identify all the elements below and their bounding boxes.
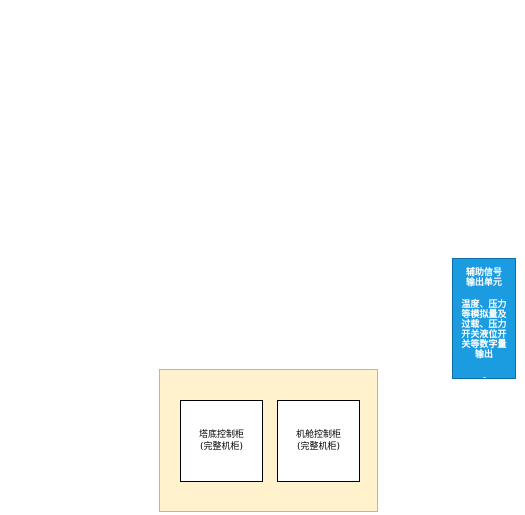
aux-unit-title-line2: 输出单元 — [465, 278, 502, 288]
aux-unit-desc-line6: 输出 — [474, 350, 493, 360]
tower-base-cabinet: 塔底控制柜 (完整机柜) — [180, 400, 263, 482]
aux-unit-desc-line1: 温度、压力 — [461, 300, 507, 310]
nacelle-cabinet-name: 机舱控制柜 — [295, 430, 341, 440]
tower-base-cabinet-note: (完整机柜) — [199, 442, 244, 452]
aux-unit-desc-line5: 关等数字量 — [461, 340, 507, 350]
nacelle-cabinet-note: (完整机柜) — [296, 442, 341, 452]
nacelle-cabinet: 机舱控制柜 (完整机柜) — [277, 400, 360, 482]
aux-unit-desc-line2: 等模拟量及 — [461, 310, 507, 320]
aux-unit-description: 温度、压力 等模拟量及 过载、压力 开关液位开 关等数字量 输出 — [453, 300, 515, 360]
tower-base-cabinet-name: 塔底控制柜 — [198, 430, 244, 440]
aux-unit-dot — [483, 377, 486, 378]
aux-unit-title-line1: 辅助信号 — [465, 268, 502, 278]
aux-signal-output-unit: 辅助信号 输出单元 温度、压力 等模拟量及 过载、压力 开关液位开 关等数字量 … — [452, 258, 516, 379]
aux-unit-desc-line3: 过载、压力 — [461, 320, 507, 330]
aux-unit-title: 辅助信号 输出单元 — [453, 268, 515, 288]
aux-unit-desc-line4: 开关液位开 — [461, 330, 507, 340]
